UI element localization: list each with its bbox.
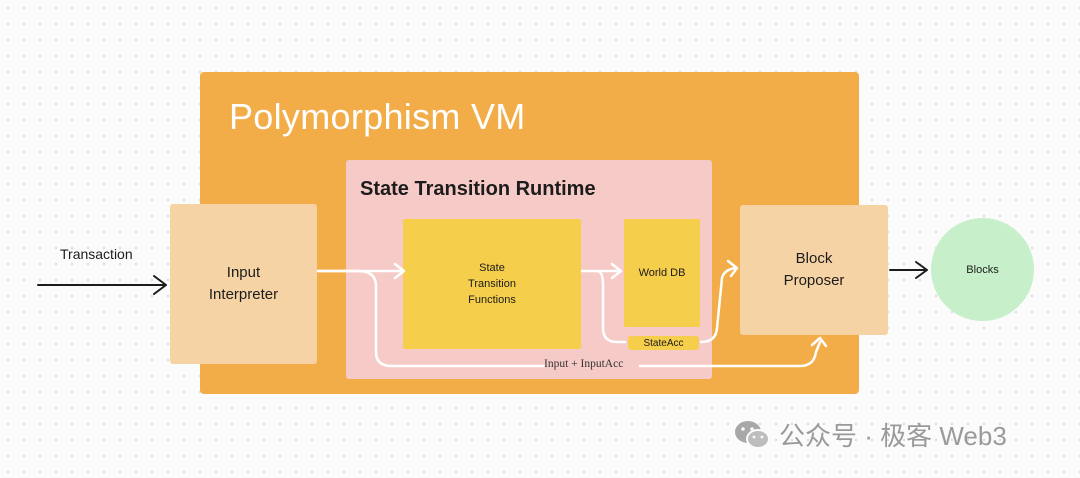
state-acc-node: StateAcc bbox=[628, 336, 699, 350]
stf-to-stateacc-arrow bbox=[595, 269, 627, 344]
input-acc-path-label: Input + InputAcc bbox=[544, 358, 624, 370]
block-proposer-label: Block Proposer bbox=[783, 250, 845, 289]
vm-title: Polymorphism VM bbox=[229, 96, 526, 137]
state-transition-functions-node: State Transition Functions bbox=[403, 219, 581, 349]
runtime-title: State Transition Runtime bbox=[360, 178, 596, 200]
blocks-node: Blocks bbox=[931, 218, 1034, 321]
wechat-icon bbox=[735, 420, 770, 449]
stf-to-worlddb-arrow bbox=[580, 262, 623, 280]
watermark: 公众号 · 极客 Web3 bbox=[733, 416, 1007, 453]
input-bypass-to-proposer-arrow bbox=[638, 336, 828, 368]
transaction-arrow bbox=[37, 275, 167, 295]
transaction-label: Transaction bbox=[60, 246, 133, 262]
world-db-label: World DB bbox=[638, 267, 686, 279]
stf-label: State Transition Functions bbox=[468, 262, 516, 306]
world-db-node: World DB bbox=[624, 219, 700, 327]
stateacc-to-proposer-arrow bbox=[699, 259, 739, 344]
state-acc-label: StateAcc bbox=[643, 337, 684, 349]
blocks-arrow bbox=[889, 261, 928, 279]
block-proposer-node: Block Proposer bbox=[740, 205, 888, 335]
blocks-label: Blocks bbox=[966, 263, 999, 276]
input-interpreter-label: Input Interpreter bbox=[208, 264, 279, 303]
input-interpreter-node: Input Interpreter bbox=[170, 204, 317, 364]
watermark-text: 公众号 · 极客 Web3 bbox=[779, 421, 1007, 451]
input-bypass-path bbox=[316, 269, 546, 368]
